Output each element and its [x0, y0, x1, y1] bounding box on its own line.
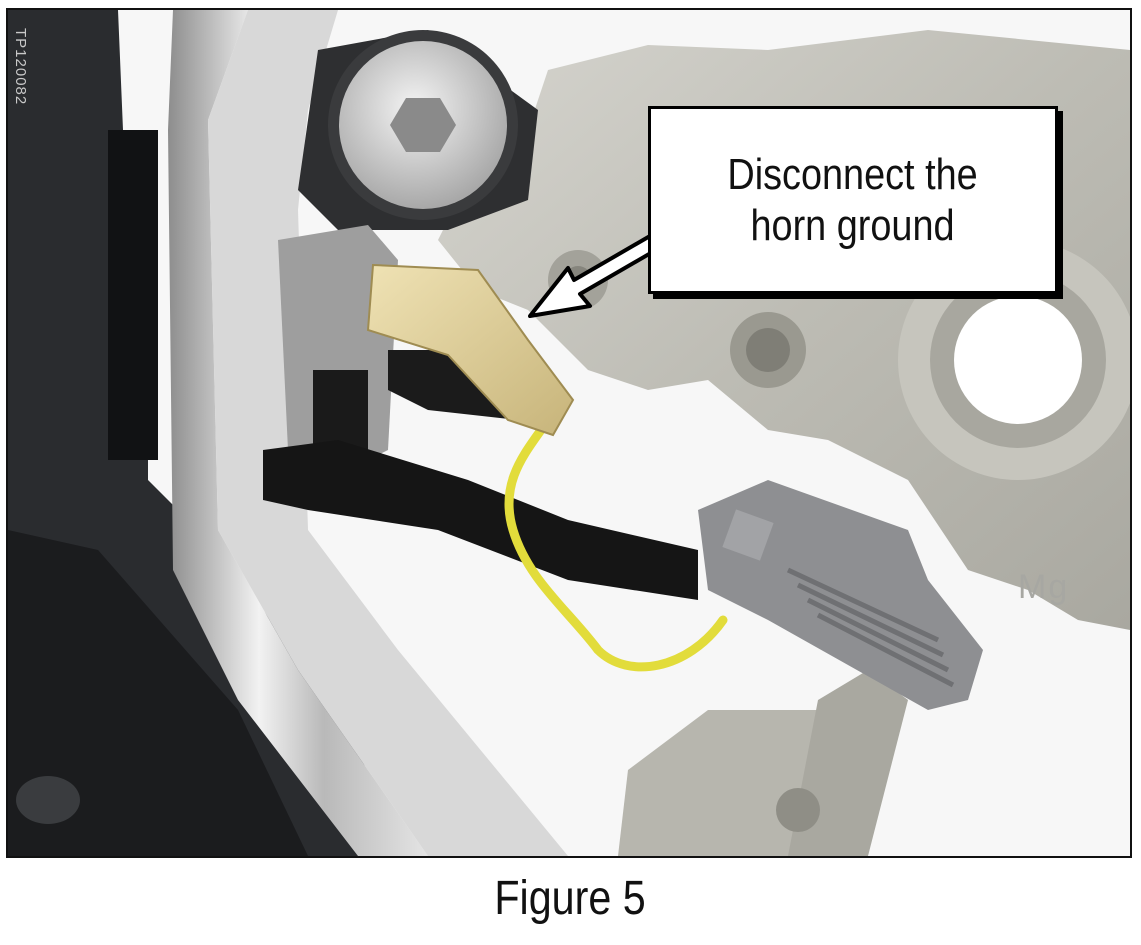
horn-ground-terminal [366, 263, 575, 437]
wheel-trim-shadow [8, 530, 308, 856]
callout-line-2: horn ground [750, 201, 956, 250]
callout-text: Disconnect the horn ground [728, 149, 978, 251]
chrome-frame-inner [208, 10, 568, 856]
callout-box: Disconnect the horn ground [648, 106, 1058, 294]
callout-arrow [528, 234, 658, 318]
chrome-frame-left [168, 10, 428, 856]
plate-id-label: TP120082 [12, 28, 29, 106]
bracket-connector-slot [313, 370, 368, 450]
figure-caption-text: Figure 5 [494, 871, 647, 925]
callout-line-1: Disconnect the [727, 149, 979, 199]
figure-caption: Figure 5 [0, 858, 1141, 938]
torx-socket [390, 98, 456, 152]
yellow-ground-wire [504, 415, 728, 672]
trim-button [16, 776, 80, 824]
wire-harness [263, 440, 698, 600]
cast-mark-label: Mg [1018, 568, 1070, 606]
trim-slot [108, 130, 158, 460]
